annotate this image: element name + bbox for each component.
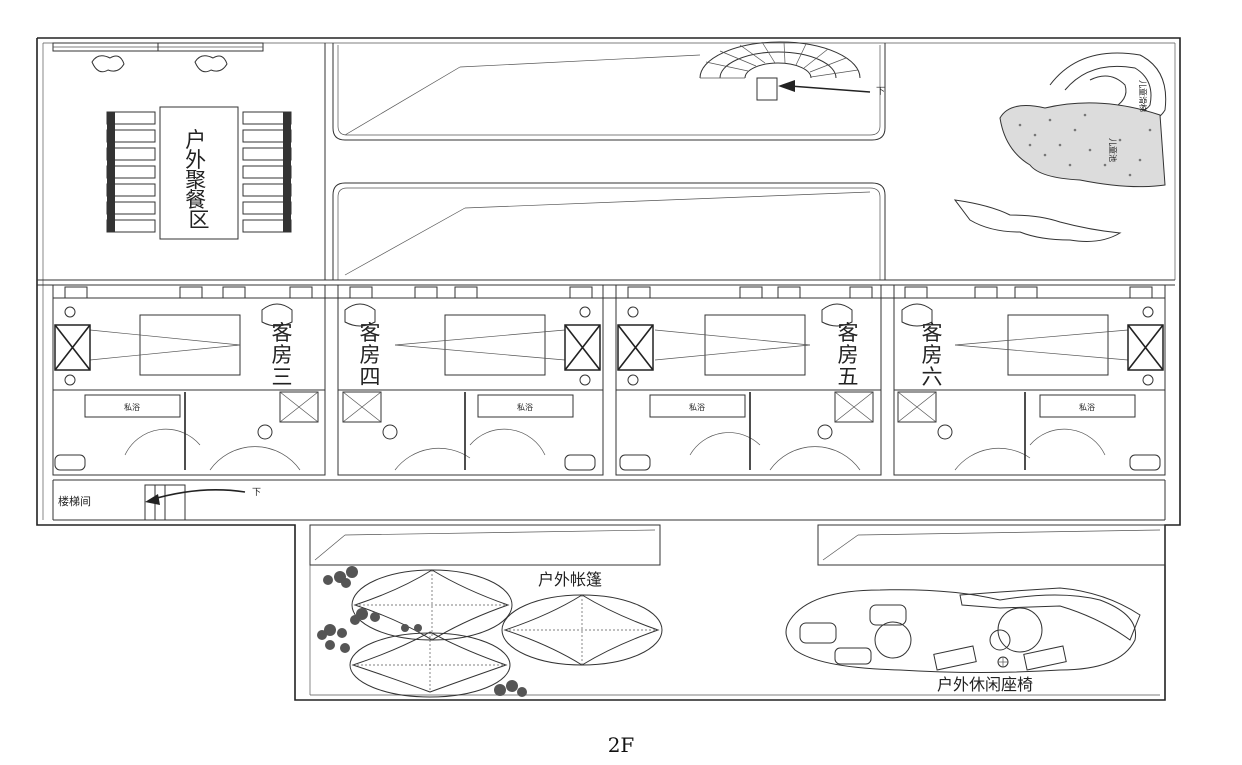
spiral-stair: 下 (699, 41, 885, 101)
guest-room-4: 客房四 私浴 (342, 286, 601, 471)
floor-label: 2F (608, 733, 635, 757)
armchair (261, 303, 293, 327)
kids-pool-label: 儿童池 (1108, 138, 1118, 162)
toilet-label: 私浴 (124, 402, 140, 412)
stairwell-label: 楼梯间 (58, 494, 91, 508)
dining-table (159, 106, 239, 240)
dining-area-label: 户 外 聚 餐 区 (185, 128, 213, 232)
stair-down-marker: 下 (876, 87, 885, 97)
tent-3 (349, 631, 511, 698)
toilet-label: 私浴 (1079, 402, 1095, 412)
tent-1 (351, 569, 513, 641)
stairwell-down-marker: 下 (252, 488, 261, 498)
kids-slide-label: 儿童滑梯 (1138, 80, 1148, 112)
room-6-label: 客房六 (922, 321, 943, 389)
guest-rooms: 客房三 私浴 客房四 (37, 279, 1175, 476)
kids-pool (999, 102, 1166, 188)
roof-panels (332, 43, 886, 280)
dining-chairs-right (242, 111, 292, 233)
guest-room-3: 客房三 私浴 (54, 286, 319, 471)
toilet-label: 私浴 (689, 402, 705, 412)
lower-outdoor-area (309, 524, 1166, 696)
dining-chairs-left (106, 111, 156, 233)
guest-room-6: 客房六 私浴 (897, 286, 1164, 471)
bed (139, 314, 241, 376)
outdoor-tents: 户外帐篷 (349, 569, 663, 698)
corridor: 下 楼梯间 (52, 479, 1166, 521)
shrubs (317, 566, 527, 697)
dining-area: 户 外 聚 餐 区 (52, 42, 326, 280)
room-3-label: 客房三 (272, 321, 293, 389)
guest-room-5: 客房五 私浴 (617, 286, 874, 471)
toilet-label: 私浴 (517, 402, 533, 412)
tent-2 (501, 594, 663, 666)
tent-label: 户外帐篷 (538, 570, 602, 589)
lounge-label: 户外休闲座椅 (937, 675, 1033, 694)
outdoor-lounge: 户外休闲座椅 (785, 587, 1141, 694)
room-5-label: 客房五 (838, 321, 859, 389)
kids-play-area: 儿童滑梯 儿童池 (953, 52, 1167, 242)
room-4-label: 客房四 (360, 321, 381, 389)
